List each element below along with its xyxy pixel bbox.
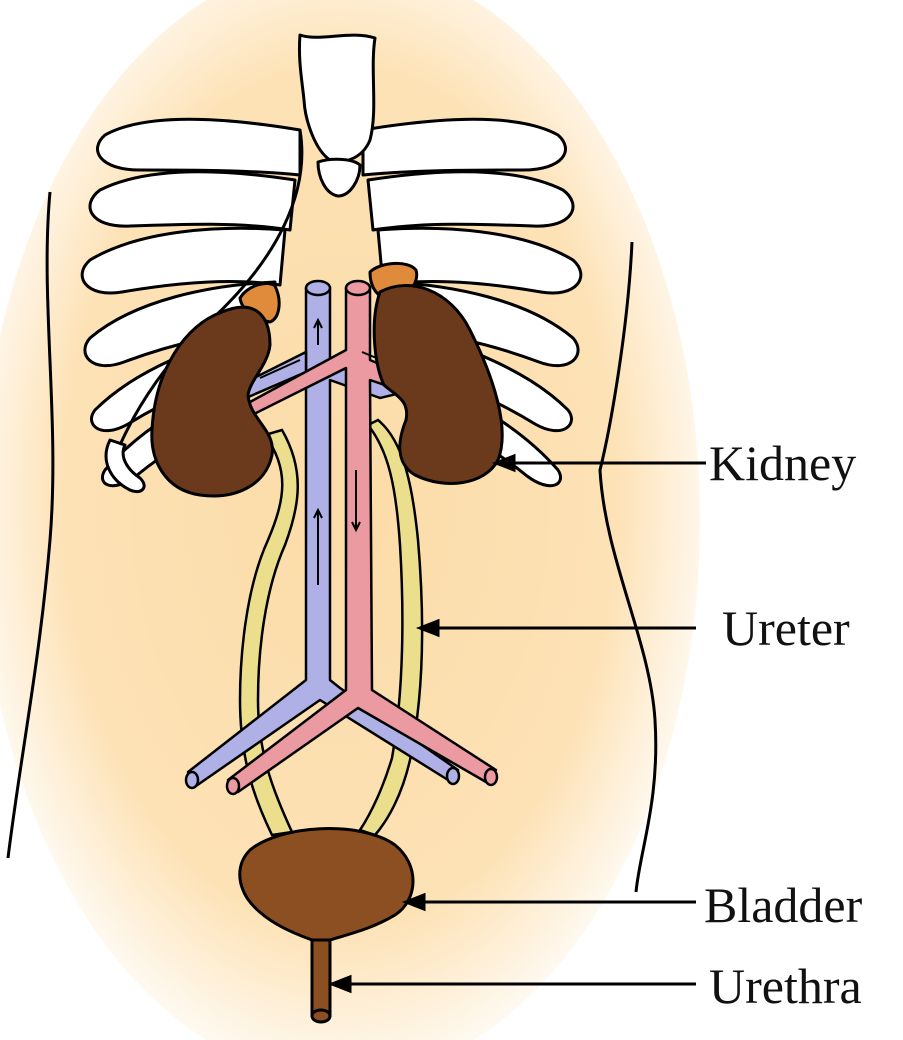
vein-end-left bbox=[184, 770, 200, 790]
bladder-arrowhead bbox=[401, 892, 426, 912]
leader-lines bbox=[327, 453, 706, 994]
urethra-opening bbox=[310, 1008, 332, 1024]
bladder bbox=[238, 827, 415, 942]
urethra-arrowhead bbox=[327, 974, 352, 994]
kidney-arrowhead bbox=[491, 453, 516, 473]
ureter-arrowhead bbox=[415, 618, 440, 638]
kidneys bbox=[150, 262, 504, 498]
label-urethra: Urethra bbox=[709, 958, 862, 1014]
flow-arrow-artery-down bbox=[351, 470, 361, 533]
artery-end-left bbox=[225, 776, 241, 796]
label-ureter: Ureter bbox=[722, 600, 850, 656]
rib-cage bbox=[80, 33, 583, 494]
xiphoid-process bbox=[316, 157, 362, 198]
sternum bbox=[297, 33, 377, 164]
artery-end-right bbox=[483, 767, 499, 787]
vein-end-right bbox=[445, 766, 461, 786]
torso-outline-right bbox=[598, 241, 658, 893]
flow-arrow-vein-up bbox=[313, 317, 323, 345]
aorta-top bbox=[344, 279, 372, 297]
bladder-group bbox=[238, 827, 415, 1024]
label-kidney: Kidney bbox=[709, 435, 856, 491]
flow-arrow-vein-lower bbox=[313, 507, 323, 585]
flow-arrow-renal-vein bbox=[259, 359, 301, 379]
kidney-left bbox=[150, 305, 274, 498]
label-bladder: Bladder bbox=[704, 877, 863, 933]
vena-cava-top bbox=[304, 279, 332, 297]
torso-outline-left bbox=[6, 191, 55, 859]
urethra bbox=[310, 928, 332, 1018]
kidney-right bbox=[372, 284, 504, 485]
ribs-left bbox=[80, 117, 304, 494]
